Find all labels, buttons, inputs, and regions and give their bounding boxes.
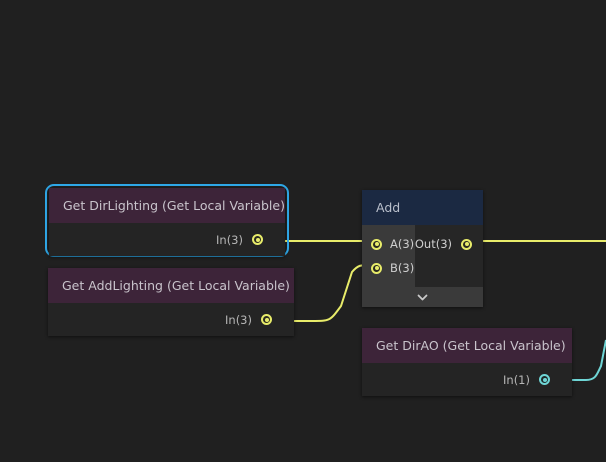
node-title-get-dirao: Get DirAO (Get Local Variable): [362, 328, 572, 363]
port-get-addlighting-in[interactable]: [261, 314, 272, 325]
node-expander-add[interactable]: [362, 287, 483, 307]
port-label-add-out: Out(3): [414, 237, 452, 251]
port-row-add-a[interactable]: A(3): [362, 232, 415, 256]
node-add[interactable]: Add A(3) B(3) Out(3): [362, 190, 483, 307]
port-add-b[interactable]: [371, 262, 382, 274]
node-get-dirlighting[interactable]: Get DirLighting (Get Local Variable) In(…: [49, 188, 285, 256]
port-get-dirao-in[interactable]: [539, 374, 550, 385]
port-get-dirlighting-in[interactable]: [252, 234, 263, 245]
add-outputs-column: Out(3): [414, 225, 483, 287]
node-body-get-dirao: In(1): [362, 363, 572, 396]
port-label-get-addlighting-in: In(3): [225, 312, 252, 327]
add-port-rows: A(3) B(3) Out(3): [362, 225, 483, 287]
port-add-a[interactable]: [371, 238, 382, 250]
node-body-get-dirlighting: In(3): [49, 223, 285, 256]
port-row-add-out[interactable]: Out(3): [415, 232, 483, 256]
chevron-down-icon[interactable]: [416, 291, 429, 304]
node-body-get-addlighting: In(3): [48, 303, 294, 336]
port-label-add-b: B(3): [390, 261, 415, 275]
port-label-get-dirlighting-in: In(3): [216, 232, 243, 247]
node-title-get-addlighting: Get AddLighting (Get Local Variable): [48, 268, 294, 303]
wire-dirao-offscreen: [566, 339, 606, 381]
wire-addlighting-to-add-b: [288, 264, 373, 322]
node-get-dirao[interactable]: Get DirAO (Get Local Variable) In(1): [362, 328, 572, 396]
port-label-add-a: A(3): [390, 237, 415, 251]
node-get-addlighting[interactable]: Get AddLighting (Get Local Variable) In(…: [48, 268, 294, 336]
port-add-out[interactable]: [461, 238, 472, 250]
node-body-add: A(3) B(3) Out(3): [362, 225, 483, 307]
add-inputs-column: A(3) B(3): [362, 225, 415, 287]
port-label-get-dirao-in: In(1): [503, 372, 530, 387]
port-row-add-b[interactable]: B(3): [362, 256, 415, 280]
node-title-get-dirlighting: Get DirLighting (Get Local Variable): [49, 188, 285, 223]
node-title-add: Add: [362, 190, 483, 225]
